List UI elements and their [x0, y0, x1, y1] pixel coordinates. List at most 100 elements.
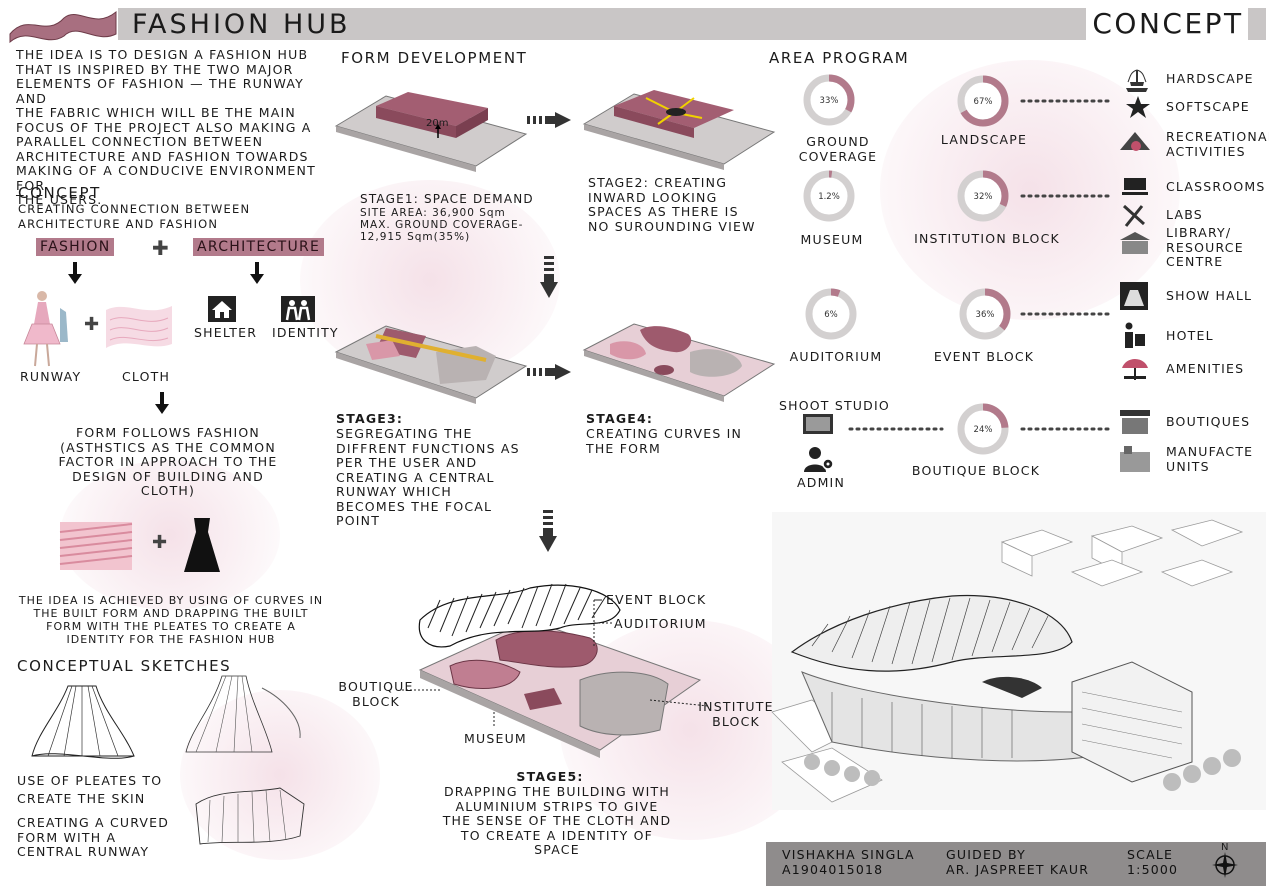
plus-icon: ✚ [152, 532, 168, 553]
item-library: LIBRARY/ RESOURCE CENTRE [1166, 225, 1244, 269]
admin-label: ADMIN [797, 475, 845, 490]
donut-auditorium: 6% [805, 288, 857, 340]
donut-value-institution: 32% [974, 192, 993, 202]
stage5-text: DRAPPING THE BUILDING WITH ALUMINIUM STR… [442, 784, 672, 857]
stage3-title: STAGE3: [336, 411, 404, 426]
boutique-icon [1120, 410, 1150, 434]
label-auditorium: AUDITORIUM [614, 616, 707, 631]
arrow-down-icon [539, 510, 557, 552]
arrow-down-icon [155, 392, 169, 414]
item-boutiques: BOUTIQUES [1166, 414, 1251, 429]
identity-label: IDENTITY [272, 325, 339, 340]
donut-value-auditorium: 6% [824, 310, 838, 320]
donut-landscape: 67% [957, 75, 1009, 127]
shelter-icon [208, 296, 236, 322]
cloth-label: CLOTH [122, 369, 171, 384]
hotel-icon [1125, 322, 1145, 348]
footer-guide: AR. JASPREET KAUR [946, 862, 1090, 877]
donut-institution: 32% [957, 170, 1009, 222]
footer-roll: A1904015018 [782, 862, 884, 877]
donut-label-event: EVENT BLOCK [933, 349, 1035, 364]
footer-guided-label: GUIDED BY [946, 847, 1026, 862]
footer-name: VISHAKHA SINGLA [782, 847, 915, 862]
label-museum: MUSEUM [464, 731, 527, 746]
item-softscape: SOFTSCAPE [1166, 99, 1250, 114]
stage2-text: STAGE2: CREATING INWARD LOOKING SPACES A… [588, 175, 756, 234]
section-title: CONCEPT [1092, 6, 1244, 40]
donut-arc-institution [957, 170, 1009, 222]
concept-subtitle: CREATING CONNECTION BETWEEN ARCHITECTURE… [18, 202, 251, 231]
stage4-site-model [582, 323, 776, 402]
sketches-heading: CONCEPTUAL SKETCHES [17, 657, 232, 675]
donut-value-boutique: 24% [974, 425, 993, 435]
footer-scale-value: 1:5000 [1127, 862, 1179, 877]
lab-tools-icon [1122, 204, 1146, 227]
fountain-icon [1126, 69, 1148, 92]
architecture-tag: ARCHITECTURE [193, 238, 325, 256]
donut-arc-boutique [957, 403, 1009, 455]
shoot-studio-icon [803, 414, 833, 434]
donut-event: 36% [959, 288, 1011, 340]
identity-icon [281, 296, 315, 322]
idea-achieved-text: THE IDEA IS ACHIEVED BY USING OF CURVES … [18, 594, 324, 646]
plus-icon: ✚ [84, 314, 100, 335]
donut-boutique: 24% [957, 403, 1009, 455]
sketch-caption-1: USE OF PLEATES TO CREATE THE SKIN [17, 773, 163, 806]
footer-scale-label: SCALE [1127, 847, 1174, 862]
header-bar [118, 8, 1086, 40]
donut-arc-ground [803, 74, 855, 126]
admin-icon [804, 447, 834, 472]
plus-icon: ✚ [152, 236, 169, 260]
arrow-right-icon [527, 112, 571, 128]
classroom-icon [1122, 178, 1148, 195]
stage4-text: CREATING CURVES IN THE FORM [586, 426, 743, 456]
area-program-heading: AREA PROGRAM [769, 49, 910, 67]
form-dev-heading: FORM DEVELOPMENT [341, 49, 528, 67]
item-amenities: AMENITIES [1166, 361, 1245, 376]
cloth-image [106, 306, 172, 348]
donut-label-institution: INSTITUTION BLOCK [914, 231, 1060, 246]
stage1-site-model [334, 92, 528, 172]
stage4-title: STAGE4: [586, 411, 654, 426]
pleated-sketch-1 [31, 685, 135, 759]
arrow-right-icon [527, 364, 571, 380]
item-manufacte: MANUFACTE UNITS [1166, 444, 1254, 474]
north-label: N [1221, 842, 1229, 853]
form-follows-fashion-text: FORM FOLLOWS FASHION (ASTHSTICS AS THE C… [58, 425, 278, 498]
donut-museum: 1.2% [803, 170, 855, 222]
arrow-down-icon [68, 262, 82, 284]
donut-arc-landscape [957, 75, 1009, 127]
show-hall-icon [1120, 282, 1148, 310]
arrow-down-icon [250, 262, 264, 284]
donut-value-museum: 1.2% [818, 192, 840, 202]
donut-ground: 33% [803, 74, 855, 126]
runway-model-image [23, 291, 68, 367]
fashion-tag: FASHION [36, 238, 115, 256]
label-institute-block: INSTITUTE BLOCK [698, 699, 774, 729]
item-hardscape: HARDSCAPE [1166, 71, 1254, 86]
recreation-icon [1120, 132, 1150, 151]
item-recreational: RECREATIONAL ACTIVITIES [1166, 129, 1269, 159]
donut-label-ground: GROUND COVERAGE [798, 134, 878, 164]
stage5-title: STAGE5: [516, 769, 584, 784]
dress-silhouette-image [184, 518, 220, 572]
label-event-block: EVENT BLOCK [606, 592, 707, 607]
donut-value-landscape: 67% [974, 97, 993, 107]
item-labs: LABS [1166, 207, 1203, 222]
donut-arc-event [959, 288, 1011, 340]
footer-bar [766, 842, 1266, 886]
stage1-detail: SITE AREA: 36,900 Sqm MAX. GROUND COVERA… [360, 207, 524, 243]
arrow-down-icon [540, 256, 558, 298]
header-end-tab [1248, 8, 1266, 40]
runway-label: RUNWAY [20, 369, 82, 384]
pleated-sketch-2 [185, 675, 301, 753]
donut-label-museum: MUSEUM [800, 232, 864, 247]
leaf-icon [1126, 96, 1150, 118]
header-title: FASHION HUB [132, 9, 351, 40]
fabric-logo-icon [9, 10, 117, 44]
stage3-text: SEGREGATING THE DIFFRENT FUNCTIONS AS PE… [336, 426, 520, 528]
stage5-site-model [418, 583, 702, 758]
stage1-title: STAGE1: SPACE DEMAND [360, 192, 534, 206]
